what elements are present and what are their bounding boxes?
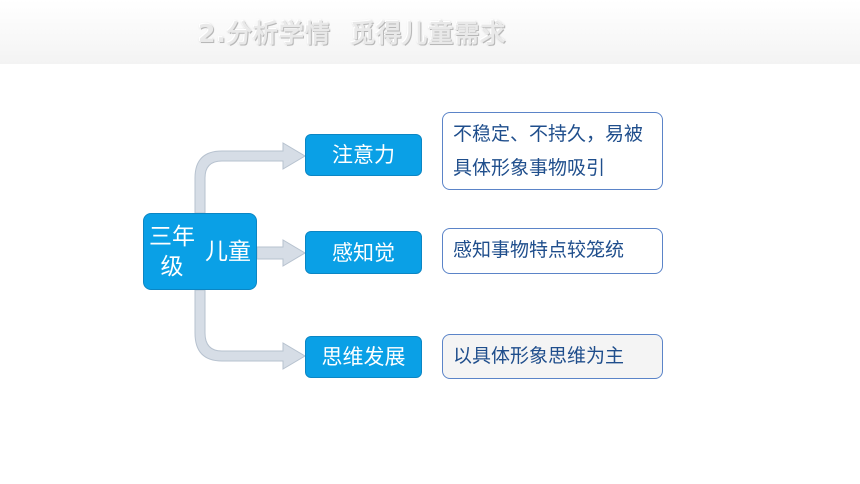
arrow-to-attention <box>194 142 306 214</box>
branch-node-perception: 感知觉 <box>305 231 422 274</box>
root-node: 三年级 儿童 <box>143 213 257 290</box>
slide-title: 2.分析学情 觅得儿童需求 <box>198 19 507 48</box>
description-thinking: 以具体形象思维为主 <box>442 334 663 379</box>
root-label-line1: 三年级 <box>149 223 195 280</box>
root-label-line2: 儿童 <box>205 238 251 265</box>
title-band <box>0 0 860 64</box>
arrow-to-perception <box>256 239 306 267</box>
arrow-to-thinking <box>194 289 306 370</box>
description-attention: 不稳定、不持久，易被具体形象事物吸引 <box>442 112 663 190</box>
description-perception: 感知事物特点较笼统 <box>442 228 663 274</box>
branch-node-thinking: 思维发展 <box>305 336 422 378</box>
branch-node-attention: 注意力 <box>305 134 422 176</box>
